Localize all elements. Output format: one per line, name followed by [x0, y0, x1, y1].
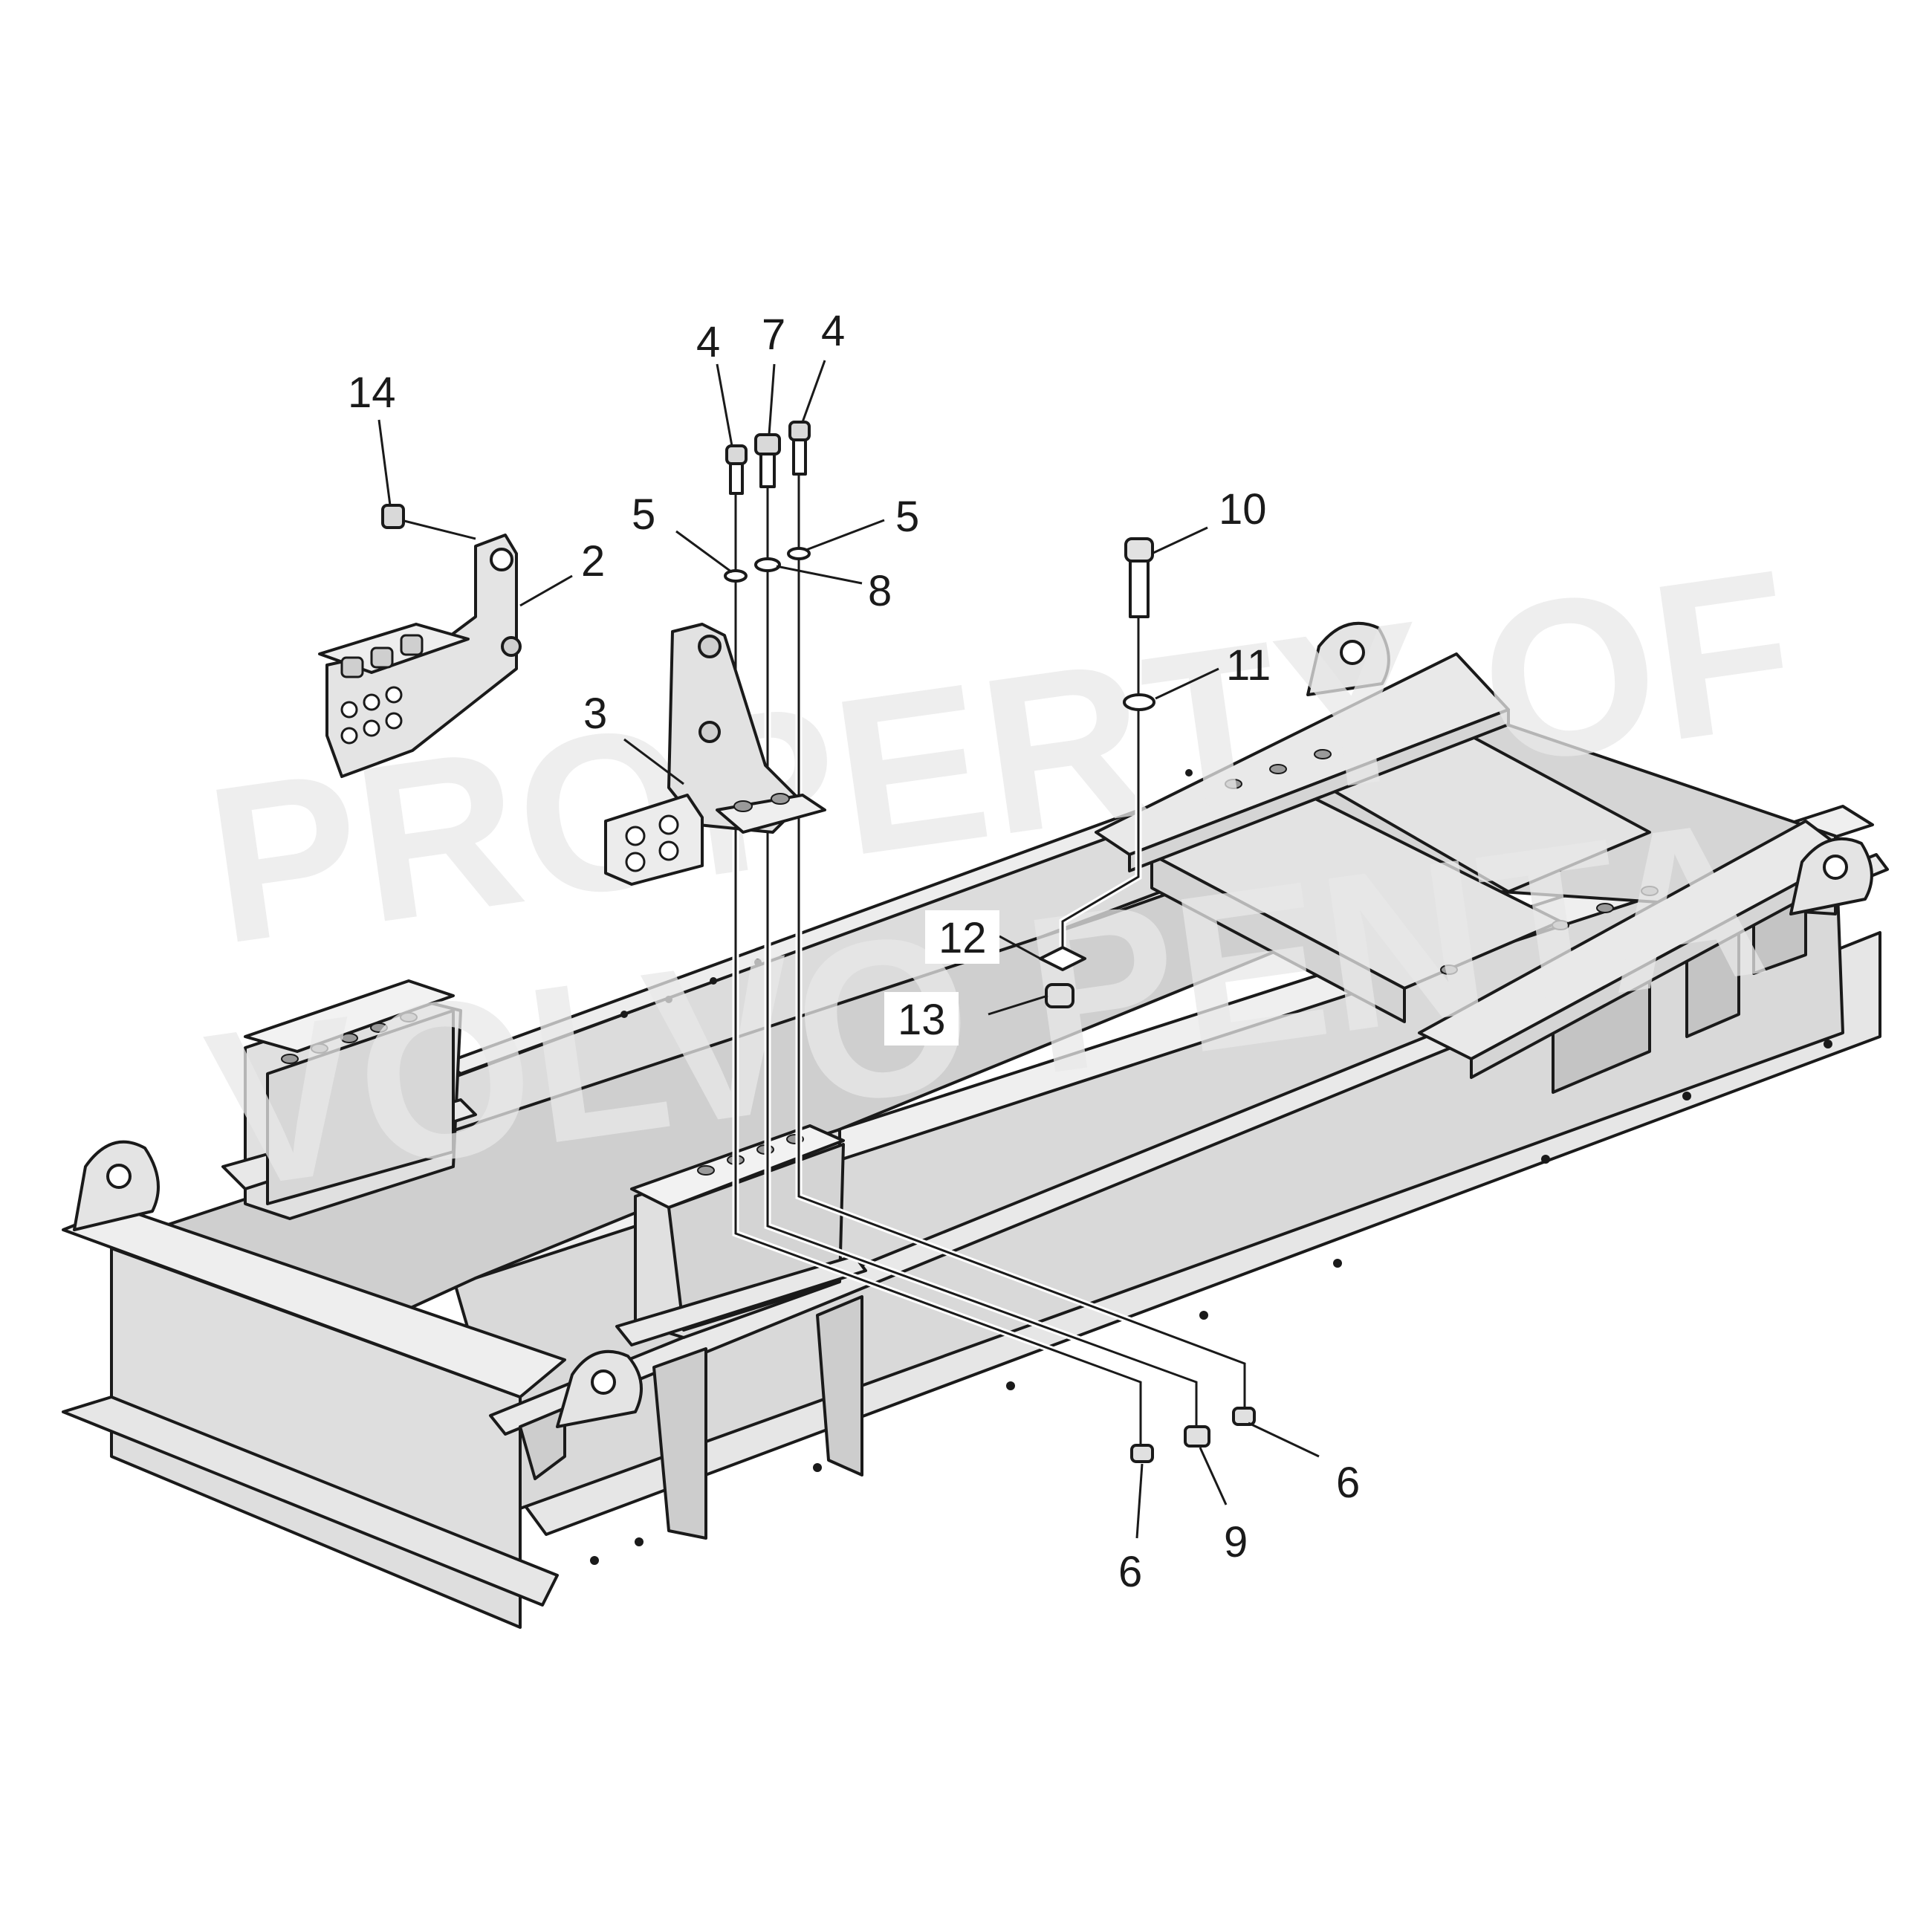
callout-12-box — [925, 910, 999, 964]
bolt-7 — [754, 433, 781, 488]
callout-13-box — [884, 992, 959, 1046]
nut-6-left — [1130, 1444, 1154, 1463]
washer-5-left — [724, 569, 748, 583]
callout-4-right: 4 — [821, 307, 845, 355]
callout-7: 7 — [762, 311, 785, 359]
callout-5-left: 5 — [632, 490, 655, 539]
bolt-4-right — [788, 421, 811, 476]
callout-2: 2 — [581, 537, 605, 586]
washer-5-right — [787, 547, 811, 560]
callout-10: 10 — [1219, 485, 1267, 534]
callout-6-right: 6 — [1336, 1459, 1360, 1507]
nut-13 — [1045, 983, 1074, 1008]
bolt-14 — [381, 504, 405, 529]
bolt-4-left — [725, 444, 748, 495]
callout-14: 14 — [348, 369, 396, 417]
callout-4-left: 4 — [696, 318, 720, 366]
bolt-10 — [1124, 537, 1154, 618]
callout-6-left: 6 — [1118, 1548, 1142, 1596]
leader-lines — [377, 360, 1320, 1539]
washer-11 — [1123, 693, 1155, 711]
washer-8 — [754, 557, 781, 572]
fasteners — [381, 421, 1256, 1463]
explosion-lines — [401, 476, 1248, 1449]
callout-11: 11 — [1226, 641, 1271, 690]
engine-bed-frame — [62, 621, 1889, 1629]
callout-labels: 14 2 4 7 4 5 5 8 3 10 11 12 13 6 9 6 — [348, 307, 1360, 1596]
callout-13: 13 — [898, 996, 946, 1044]
washer-12 — [1039, 946, 1086, 971]
bracket-2 — [318, 534, 522, 778]
bracket-3 — [604, 623, 826, 886]
nut-9 — [1184, 1425, 1210, 1448]
callout-3: 3 — [583, 690, 607, 738]
callout-5-right: 5 — [895, 493, 919, 541]
callout-9: 9 — [1224, 1518, 1248, 1566]
nut-6-right — [1232, 1407, 1256, 1426]
callout-12: 12 — [939, 914, 987, 962]
callout-8: 8 — [868, 567, 892, 615]
